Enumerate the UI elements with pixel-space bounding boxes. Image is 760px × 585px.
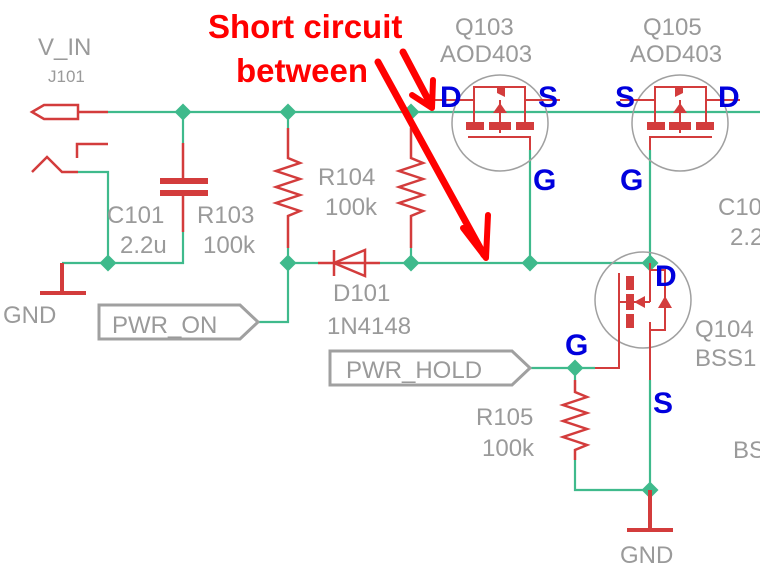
q104-name: Q104 (695, 316, 754, 343)
pwr-hold-net-label (328, 349, 533, 387)
q105-value: AOD403 (630, 41, 722, 68)
r104-name: R104 (318, 164, 375, 191)
r103-name: R103 (197, 202, 254, 229)
q103-name: Q103 (455, 14, 514, 41)
q104-value: BSS1 (695, 345, 756, 372)
v-in-label: V_IN (38, 34, 91, 61)
q104-pin-d: D (655, 260, 677, 293)
pwr-on-text: PWR_ON (112, 312, 217, 339)
q104-pin-s: S (653, 387, 673, 420)
c101-symbol (160, 143, 208, 232)
gnd-right-symbol (627, 490, 673, 532)
j101-label: J101 (48, 67, 85, 86)
q104-pin-g: G (565, 329, 588, 362)
q105-symbol (620, 74, 740, 172)
r105-value: 100k (482, 435, 535, 462)
q105-name: Q105 (643, 14, 702, 41)
pwr-hold-text: PWR_HOLD (346, 357, 482, 384)
r103-symbol (272, 128, 304, 248)
q103-pin-d: D (440, 81, 462, 114)
bs-label: BS (733, 437, 760, 464)
gnd-left-symbol (40, 263, 86, 295)
d101-symbol (318, 248, 380, 278)
r103-value: 100k (203, 232, 256, 259)
junctions (99, 103, 659, 499)
q105-pin-s: S (615, 81, 635, 114)
c10x-value: 2.2 (730, 224, 760, 251)
c101-value: 2.2u (120, 232, 167, 259)
r105-symbol (559, 380, 591, 460)
annotation-line2: between (236, 52, 368, 89)
q103-value: AOD403 (440, 41, 532, 68)
c101-name: C101 (107, 202, 164, 229)
q103-symbol (432, 74, 560, 172)
wires (62, 110, 760, 492)
q105-pin-g: G (620, 164, 643, 197)
c10x-name: C10 (718, 194, 760, 221)
gnd-right-label: GND (620, 542, 673, 569)
r104-symbol (395, 128, 427, 248)
annotation-line1: Short circuit (208, 8, 402, 45)
q105-pin-d: D (718, 81, 740, 114)
pwr-on-net-label (97, 303, 261, 341)
d101-value: 1N4148 (327, 313, 411, 340)
q104-symbol (594, 251, 692, 380)
d101-name: D101 (333, 280, 390, 307)
r105-name: R105 (476, 404, 533, 431)
r104-value: 100k (325, 194, 378, 221)
q103-pin-s: S (538, 81, 558, 114)
q103-pin-g: G (533, 164, 556, 197)
j101-connector-symbol (29, 103, 108, 174)
gnd-left-label: GND (3, 302, 56, 329)
annotation-arrows (374, 48, 491, 261)
